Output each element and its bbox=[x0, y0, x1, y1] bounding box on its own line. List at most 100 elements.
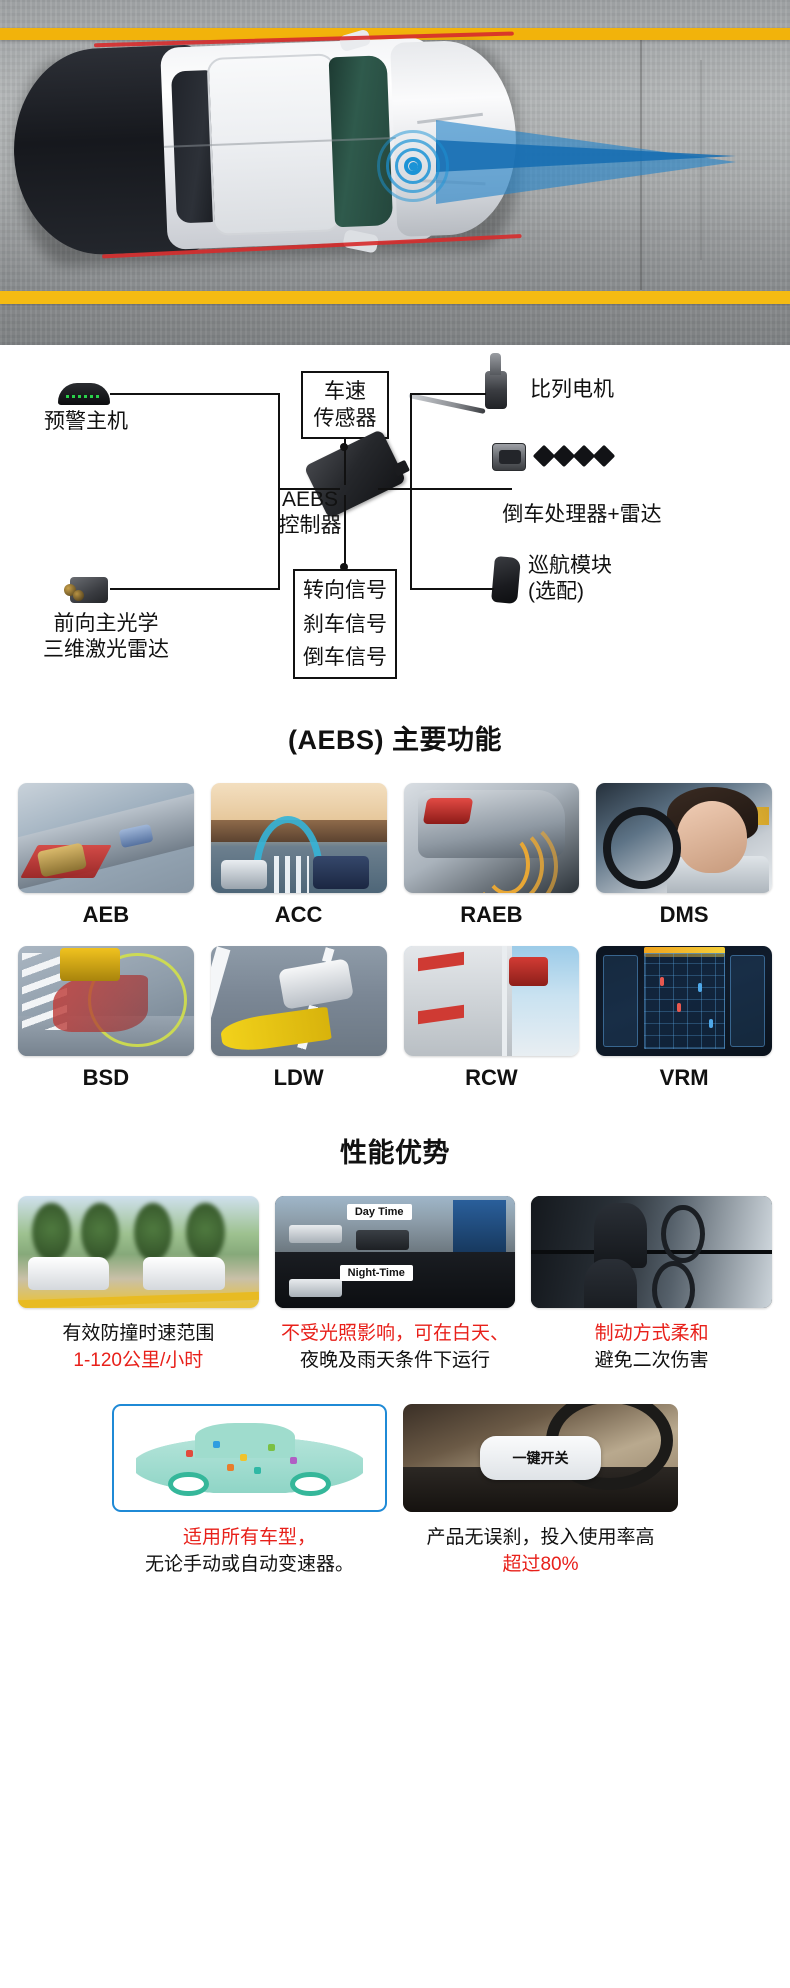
radar-sensor-4-icon bbox=[592, 444, 616, 468]
blur-car-right bbox=[143, 1256, 225, 1291]
hero-car-photo bbox=[0, 0, 790, 345]
line-bus-to-cruise bbox=[410, 588, 494, 590]
day-time-tag: Day Time bbox=[346, 1203, 412, 1220]
front-lidar-label-line2: 三维激光雷达 bbox=[43, 638, 169, 661]
function-card-rcw[interactable]: RCW bbox=[403, 946, 580, 1091]
performance-caption-2: 不受光照影响，可在白天、 夜晚及雨天条件下运行 bbox=[275, 1320, 516, 1374]
bottom-caption-1-line-2: 无论手动或自动变速器。 bbox=[144, 1554, 354, 1575]
performance-bottom-grid: 适用所有车型， 无论手动或自动变速器。 一键开关 产品无误刹，投入使用率高 超过… bbox=[0, 1404, 790, 1578]
function-card-raeb[interactable]: RAEB bbox=[403, 783, 580, 928]
function-label-bsd: BSD bbox=[82, 1065, 130, 1090]
aebs-controller-label-line2: 控制器 bbox=[278, 514, 342, 537]
caption-2-line-1: 不受光照影响，可在白天、 bbox=[280, 1323, 509, 1344]
confetti-1 bbox=[185, 1449, 193, 1457]
radar-sensor-2-icon bbox=[552, 444, 576, 468]
caption-3-line-2: 避免二次伤害 bbox=[594, 1350, 709, 1371]
function-card-dms[interactable]: DMS bbox=[596, 783, 772, 928]
junction-dot-top bbox=[340, 443, 348, 451]
acc-road-strip bbox=[274, 855, 310, 893]
car-wheel-right bbox=[290, 1471, 332, 1497]
caption-2-line-2: 夜晚及雨天条件下运行 bbox=[299, 1350, 490, 1371]
aeb-car-rear bbox=[118, 823, 154, 848]
warning-host-label: 预警主机 bbox=[44, 410, 128, 433]
front-lidar-icon bbox=[64, 577, 108, 603]
motor-body-icon bbox=[485, 371, 507, 409]
raeb-taillight bbox=[422, 798, 473, 825]
bottom-card-all-vehicles: 适用所有车型， 无论手动或自动变速器。 bbox=[112, 1404, 387, 1578]
performance-section: 性能优势 有效防撞时速范围 1-120公里/小时 bbox=[0, 1091, 790, 1578]
performance-card-braking: 制动方式柔和 避免二次伤害 bbox=[531, 1196, 772, 1374]
function-card-ldw[interactable]: LDW bbox=[210, 946, 387, 1091]
car-wheel-left bbox=[167, 1471, 209, 1497]
function-card-bsd[interactable]: BSD bbox=[18, 946, 194, 1091]
aeb-thumbnail bbox=[18, 783, 194, 893]
performance-card-lighting: Day Time Night-Time 不受光照影响，可在白天、 夜晚及雨天条件… bbox=[274, 1196, 516, 1374]
performance-caption-1: 有效防撞时速范围 1-120公里/小时 bbox=[18, 1320, 259, 1374]
function-label-dms: DMS bbox=[659, 902, 709, 927]
function-card-vrm[interactable]: VRM bbox=[596, 946, 772, 1091]
warning-host-icon bbox=[58, 383, 110, 405]
function-card-aeb[interactable]: AEB bbox=[18, 783, 194, 928]
vrm-marker-4 bbox=[708, 1018, 713, 1028]
raeb-thumbnail bbox=[403, 783, 580, 893]
radar-sensor-3-icon bbox=[572, 444, 596, 468]
radar-ring-3 bbox=[386, 139, 440, 193]
speed-sensor-line-2: 传感器 bbox=[313, 407, 377, 430]
bottom-caption-2-line-1: 产品无误刹，投入使用率高 bbox=[426, 1527, 655, 1548]
performance-title: 性能优势 bbox=[340, 1138, 450, 1168]
colorful-car-silhouette bbox=[135, 1420, 364, 1497]
function-label-raeb: RAEB bbox=[460, 902, 523, 927]
line-bus-to-motor bbox=[410, 393, 486, 395]
radar-center-dot bbox=[409, 162, 418, 171]
driver-top bbox=[593, 1202, 647, 1268]
motor-rod bbox=[408, 392, 486, 415]
cruise-module-label-line1: 巡航模块 bbox=[528, 554, 612, 577]
radar-beam-core bbox=[436, 140, 736, 172]
radar-emitter-icon bbox=[377, 130, 451, 204]
bottom-caption-2: 产品无误刹，投入使用率高 超过80% bbox=[403, 1524, 678, 1578]
cruise-module-icon bbox=[491, 555, 521, 605]
motion-blur-cars-image bbox=[18, 1196, 259, 1308]
cabin-view-bottom bbox=[531, 1254, 772, 1308]
confetti-7 bbox=[254, 1467, 262, 1475]
signal-line-brake: 刹车信号 bbox=[303, 612, 387, 636]
acc-car-right bbox=[312, 855, 369, 889]
vrm-right-panel bbox=[729, 954, 765, 1048]
aebs-controller-label-line1: AEBS bbox=[281, 488, 339, 511]
night-car-1 bbox=[289, 1278, 343, 1297]
reverse-processor-icon bbox=[492, 443, 526, 471]
function-label-rcw: RCW bbox=[465, 1065, 518, 1090]
blue-truck bbox=[452, 1200, 506, 1252]
confetti-3 bbox=[240, 1454, 248, 1462]
vrm-header-bar bbox=[643, 947, 725, 957]
driver-cabin-image bbox=[531, 1196, 772, 1308]
bsd-truck bbox=[60, 948, 120, 982]
blur-tree-2 bbox=[80, 1202, 120, 1261]
vrm-marker-1 bbox=[659, 976, 664, 986]
rcw-thumbnail bbox=[403, 946, 580, 1056]
junction-dot-bottom bbox=[340, 563, 348, 571]
line-aebs-to-right-bus bbox=[378, 488, 512, 490]
motor-cap bbox=[490, 353, 501, 375]
line-bus-to-aebs bbox=[278, 488, 340, 490]
line-warnhost-to-bus bbox=[110, 393, 280, 395]
wheel-bottom bbox=[651, 1260, 695, 1308]
wheel-top bbox=[661, 1204, 705, 1264]
blur-tree-1 bbox=[32, 1202, 71, 1261]
day-car-2 bbox=[356, 1229, 410, 1250]
function-label-ldw: LDW bbox=[273, 1065, 324, 1090]
night-time-tag: Night-Time bbox=[339, 1265, 413, 1282]
function-card-acc[interactable]: ACC bbox=[210, 783, 387, 928]
signals-box: 转向信号 刹车信号 倒车信号 bbox=[293, 569, 397, 679]
cruise-module-label-line2: (选配) bbox=[528, 580, 584, 603]
radar-ring-2 bbox=[395, 148, 431, 184]
raeb-wave-1 bbox=[484, 833, 531, 893]
vrm-thumbnail bbox=[596, 946, 772, 1056]
vrm-map-panel bbox=[643, 952, 725, 1050]
system-block-diagram: 预警主机 车速 传感器 比列电机 AEBS 控制器 倒车处理器+雷达 巡航模块 … bbox=[0, 345, 790, 710]
day-night-traffic-image: Day Time Night-Time bbox=[274, 1196, 516, 1308]
confetti-5 bbox=[290, 1456, 298, 1464]
caption-3-line-1: 制动方式柔和 bbox=[594, 1323, 709, 1344]
bus-right-vertical bbox=[410, 393, 412, 589]
speed-sensor-box: 车速 传感器 bbox=[301, 371, 389, 439]
